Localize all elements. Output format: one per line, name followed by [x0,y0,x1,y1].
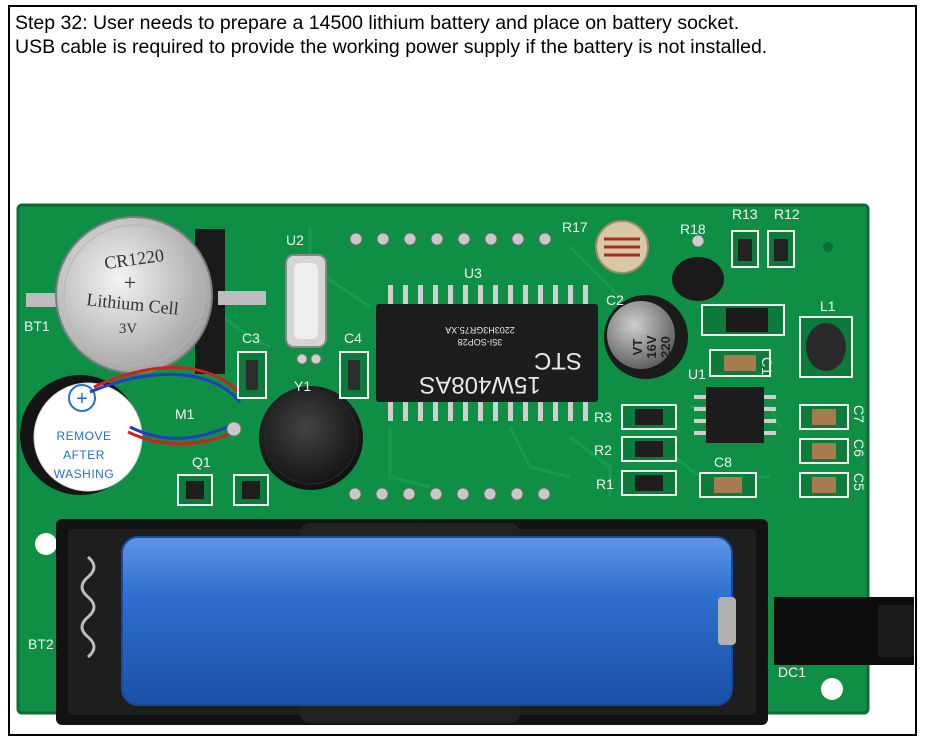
smd-c8 [699,472,757,498]
label-c3: C3 [242,330,260,346]
mounting-hole [821,678,843,700]
inductor-l1 [799,316,853,378]
mcu-brand: STC [534,347,582,374]
buzzer-sticker-line1: REMOVE [56,429,111,443]
label-r1: R1 [596,476,614,492]
label-bt2: BT2 [28,636,54,652]
capacitor-c2: 220 16V VT [604,295,688,379]
silkscreen-labels: BT1 BT2 U1 U2 U3 C1 C2 C3 C4 C5 C6 C7 C8… [24,206,867,680]
label-c6: C6 [851,439,867,457]
pcb-photo: CR1220 + Lithium Cell 3V + REMOVE AFTER … [16,203,914,725]
figure-frame: Step 32: User needs to prepare a 14500 l… [8,5,917,736]
transistor-r18 [672,234,724,301]
photoresistor-r17 [595,220,649,274]
coin-cell: CR1220 + Lithium Cell 3V [26,216,266,374]
coin-cell-plus: + [124,270,136,295]
mounting-hole [823,242,833,252]
top-header-holes [349,232,552,246]
label-c7: C7 [851,405,867,423]
smd-c6 [799,438,849,464]
mcu-line3: 2203H3GR75.XA [445,325,515,335]
smd-r3 [621,404,677,430]
smd-r13 [731,230,759,268]
buzzer-sticker-line3: WASHING [54,467,114,481]
label-u1: U1 [688,366,706,382]
crystal-u2 [285,254,327,365]
pad-y1 [233,474,269,506]
smd-c5 [799,472,849,498]
label-r18: R18 [680,221,706,237]
label-c5: C5 [851,473,867,491]
smd-r12 [767,230,795,268]
label-c1: C1 [759,357,775,375]
label-bt1: BT1 [24,318,50,334]
label-y1: Y1 [294,378,311,394]
buzzer: + REMOVE AFTER WASHING [20,375,143,495]
mcu-line2: 35I-SOP28 [458,337,503,347]
label-c8: C8 [714,454,732,470]
label-u3: U3 [464,265,482,281]
label-dc1: DC1 [778,664,806,680]
motor-wires [89,365,247,446]
bottom-header-holes [348,487,551,501]
step-caption: Step 32: User needs to prepare a 14500 l… [15,11,915,59]
label-r17: R17 [562,219,588,235]
label-m1: M1 [175,406,195,422]
cap-voltage: 16V [644,335,659,358]
smd-r1 [621,470,677,496]
mcu-part: 15W408AS [419,371,540,398]
buzzer-sticker-line2: AFTER [63,448,105,462]
label-l1: L1 [820,298,836,314]
label-u2: U2 [286,232,304,248]
label-r13: R13 [732,206,758,222]
label-q1: Q1 [192,454,211,470]
label-r12: R12 [774,206,800,222]
diode-ss14 [701,304,785,336]
dc-jack [774,597,914,665]
transistor-q1 [177,474,213,506]
mcu-u3: STC 15W408AS 35I-SOP28 2203H3GR75.XA [376,285,598,421]
buzzer-plus-mark: + [76,388,88,410]
cap-series: VT [630,339,645,356]
ic-u1 [694,387,776,443]
caption-line-1: Step 32: User needs to prepare a 14500 l… [15,12,740,34]
label-r3: R3 [594,409,612,425]
caption-line-2: USB cable is required to provide the wor… [15,36,768,58]
battery-14500 [121,536,736,706]
label-r2: R2 [594,442,612,458]
smd-c3 [237,351,267,399]
cap-value: 220 [658,336,673,358]
label-c2: C2 [606,292,624,308]
vibration-motor [226,386,363,490]
smd-c7 [799,404,849,430]
coin-cell-voltage: 3V [119,321,138,337]
mounting-hole [35,533,57,555]
smd-r2 [621,436,677,462]
smd-c1 [709,349,771,377]
label-c4: C4 [344,330,362,346]
smd-c4 [339,351,369,399]
